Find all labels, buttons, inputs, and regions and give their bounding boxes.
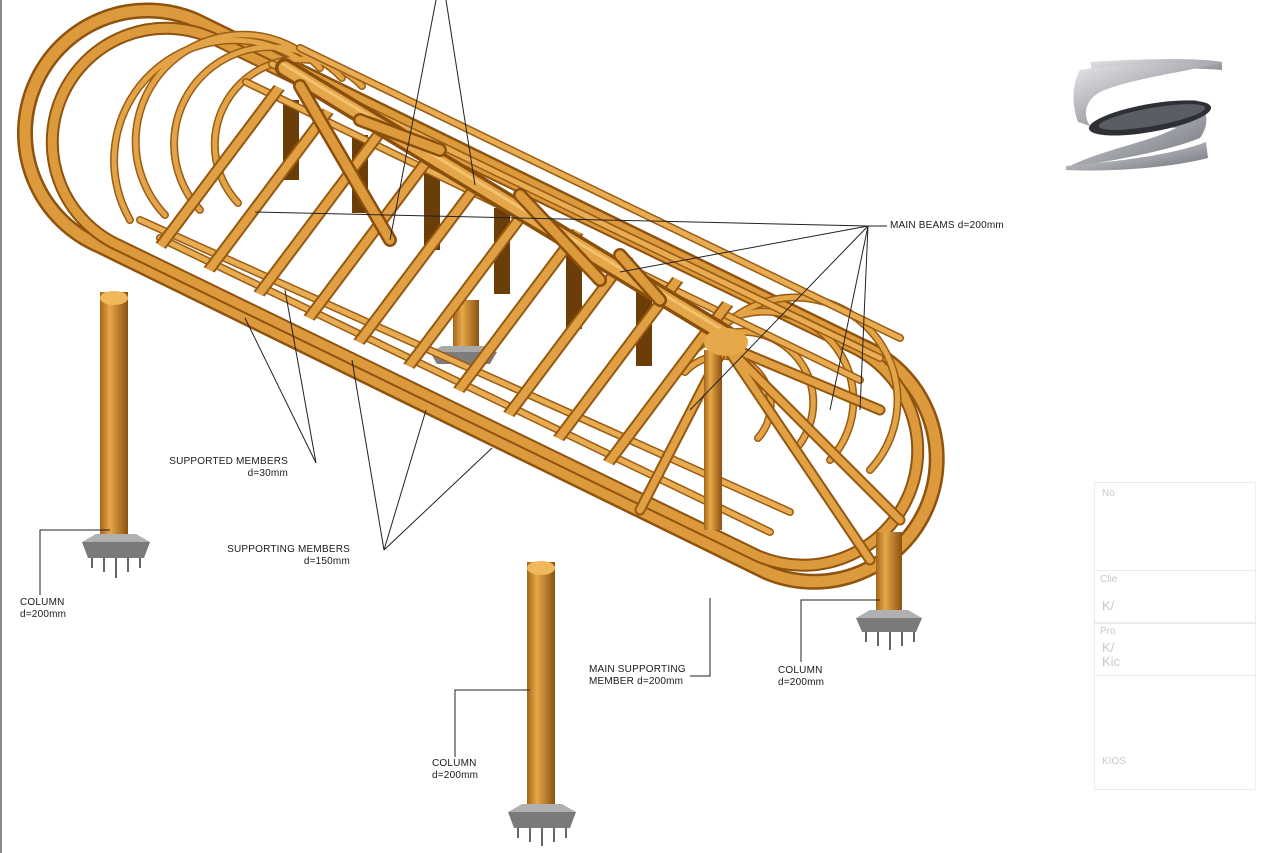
- label-line: d=200mm: [20, 609, 67, 620]
- title-block-fragment: Kic: [1102, 654, 1121, 669]
- title-block-row: [1094, 570, 1256, 624]
- label-line: MAIN SUPPORTING: [589, 664, 686, 675]
- label-line: COLUMN: [432, 758, 477, 769]
- label-line: d=200mm: [432, 770, 479, 781]
- label-column-bottom: COLUMN d=200mm: [432, 758, 478, 782]
- logo-s-icon: [1066, 59, 1222, 171]
- sheet-border: [0, 0, 2, 853]
- title-block-fragment: K/: [1102, 640, 1115, 655]
- label-line: COLUMN: [20, 597, 65, 608]
- label-line: COLUMN: [778, 665, 823, 676]
- label-line: MEMBER d=200mm: [589, 676, 684, 687]
- label-line: d=30mm: [247, 468, 288, 479]
- leader-lines: [39, 0, 887, 757]
- column-center-right: [704, 328, 748, 530]
- column-left: [82, 291, 150, 578]
- label-line: d=150mm: [303, 556, 350, 567]
- label-main-beams: MAIN BEAMS d=200mm: [890, 220, 1004, 231]
- label-column-right: COLUMN d=200mm: [778, 665, 824, 689]
- label-supporting-members: SUPPORTING MEMBERS d=150mm: [222, 544, 350, 568]
- title-block-fragment: No: [1102, 488, 1115, 499]
- title-block-fragment: KIOS: [1102, 756, 1126, 767]
- label-main-supporting-member: MAIN SUPPORTING MEMBER d=200mm: [589, 664, 686, 688]
- column-bottom: [508, 561, 576, 846]
- label-line: SUPPORTED MEMBERS: [169, 456, 288, 467]
- column-right: [856, 532, 922, 650]
- title-block-row: [1094, 622, 1256, 676]
- title-block-fragment: Clie: [1100, 574, 1118, 585]
- roof-frame: [16, 2, 945, 590]
- label-line: SUPPORTING MEMBERS: [227, 544, 350, 555]
- title-block-fragment: K/: [1102, 598, 1115, 613]
- label-supported-members: SUPPORTED MEMBERS d=30mm: [166, 456, 288, 480]
- label-line: d=200mm: [778, 677, 825, 688]
- label-column-left: COLUMN d=200mm: [20, 597, 66, 621]
- title-block-fragment: Pro: [1100, 626, 1116, 637]
